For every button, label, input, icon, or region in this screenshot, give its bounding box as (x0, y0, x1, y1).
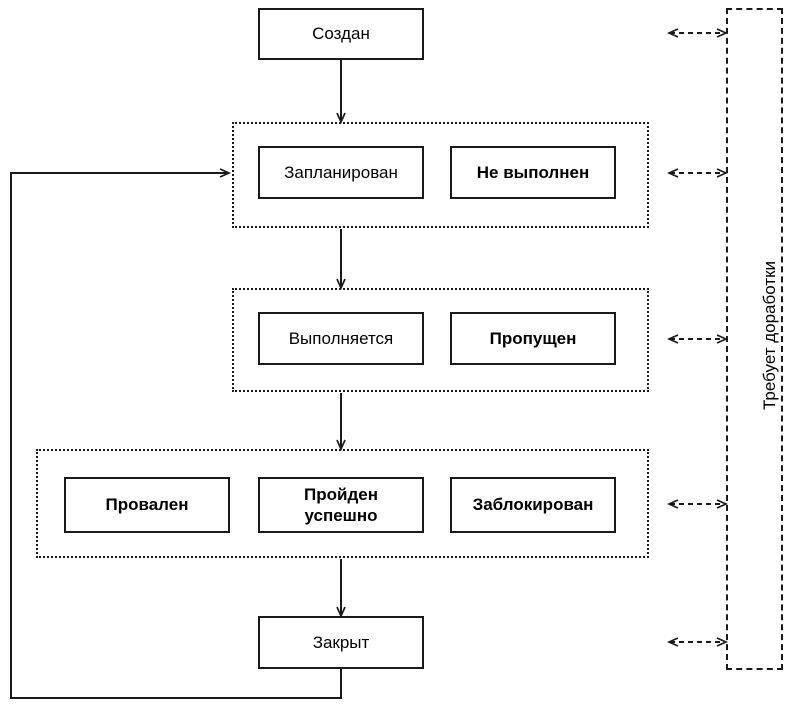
node-in-progress-label: Выполняется (288, 328, 394, 348)
node-planned-label: Запланирован (284, 162, 398, 182)
node-in-progress[interactable]: Выполняется (258, 312, 424, 365)
node-passed[interactable]: Пройден успешно (258, 477, 424, 533)
node-created-label: Создан (312, 24, 370, 44)
node-passed-label-line2: успешно (304, 506, 378, 525)
node-closed-label: Закрыт (312, 632, 370, 652)
node-blocked[interactable]: Заблокирован (450, 477, 616, 533)
node-passed-label: Пройден успешно (304, 484, 378, 527)
node-closed[interactable]: Закрыт (258, 616, 424, 669)
node-created[interactable]: Создан (258, 8, 424, 60)
node-passed-label-line1: Пройден (304, 484, 378, 504)
node-skipped-label: Пропущен (489, 328, 577, 348)
node-planned[interactable]: Запланирован (258, 146, 424, 199)
node-skipped[interactable]: Пропущен (450, 312, 616, 365)
node-failed-label: Провален (105, 495, 189, 515)
node-failed[interactable]: Провален (64, 477, 230, 533)
node-not-executed-label: Не выполнен (476, 162, 590, 182)
node-blocked-label: Заблокирован (472, 495, 594, 515)
node-not-executed[interactable]: Не выполнен (450, 146, 616, 199)
rework-label: Требует доработки (760, 260, 779, 410)
